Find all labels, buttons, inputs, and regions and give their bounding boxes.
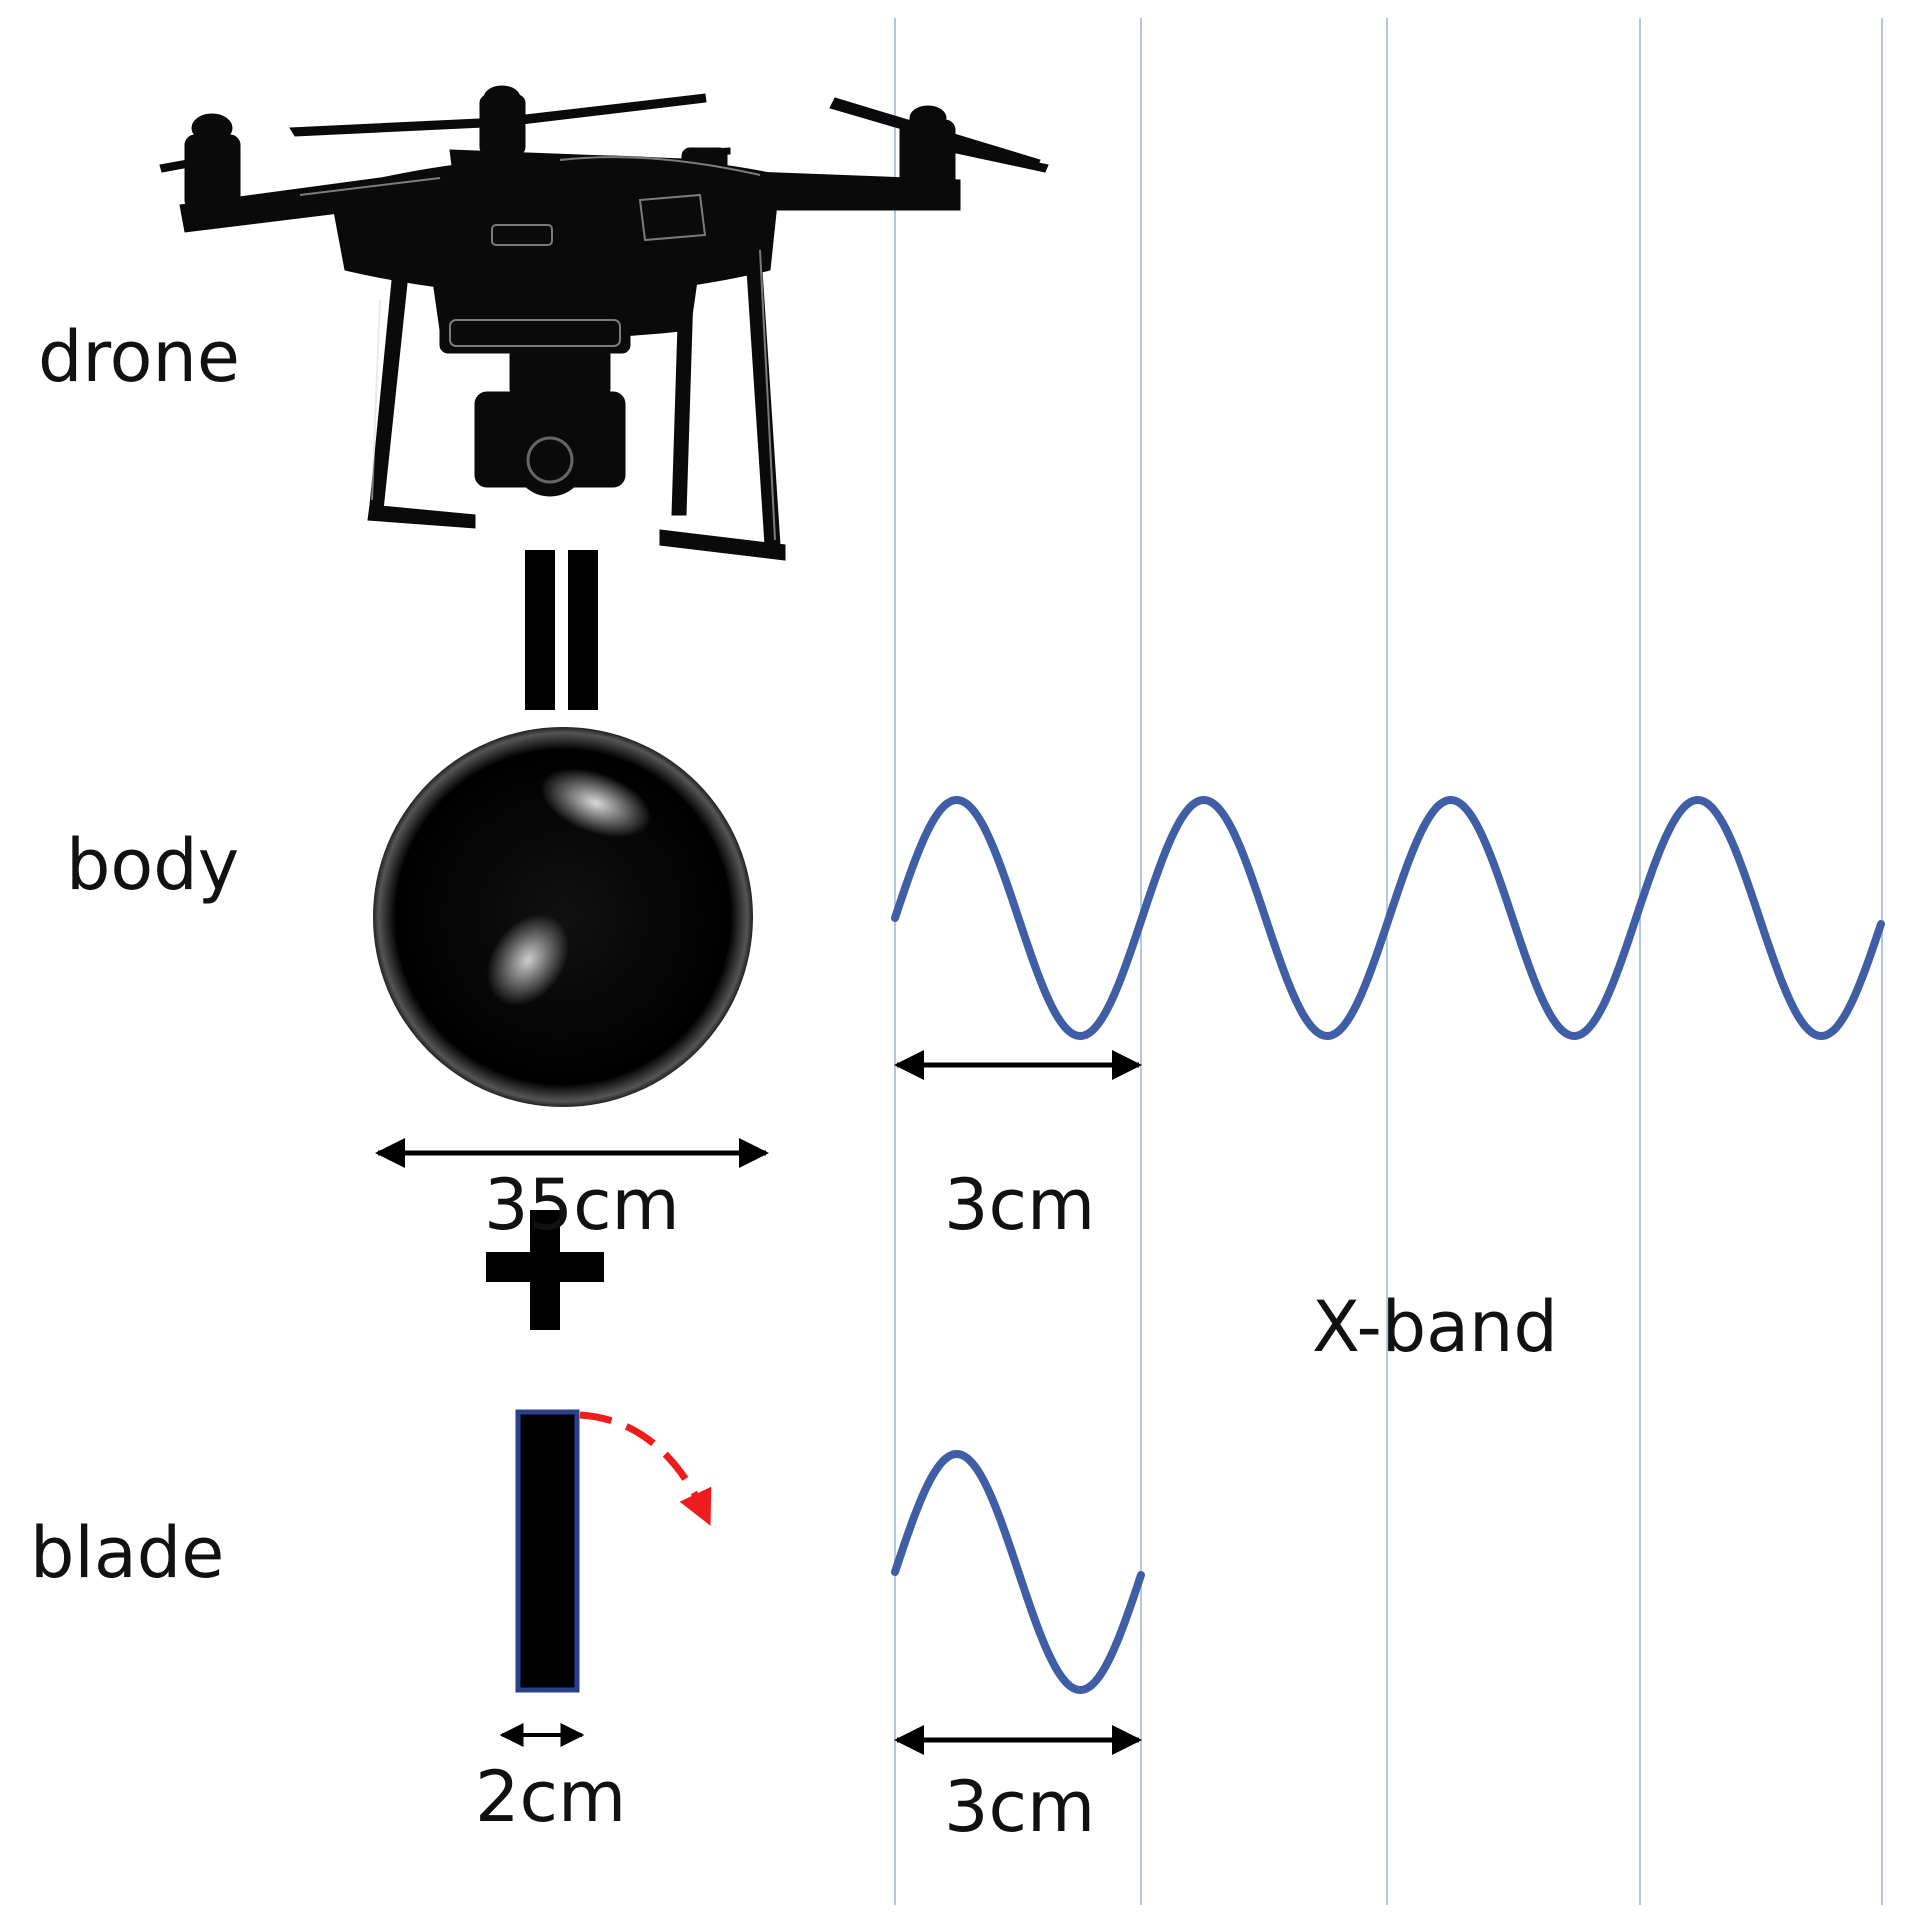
curved-arrow-icon <box>579 1411 712 1526</box>
body-sine-wave <box>891 795 1885 1041</box>
drone-label: drone <box>38 316 240 398</box>
body-wavelength-label: 3cm <box>944 1164 1096 1246</box>
blade-width-label: 2cm <box>475 1756 627 1838</box>
equals-sign-icon <box>525 550 598 710</box>
body-diameter-label: 35cm <box>484 1164 680 1246</box>
blade-wavelength-label: 3cm <box>944 1766 1096 1848</box>
blade-bar-icon <box>515 1409 580 1693</box>
wavelength-gridlines <box>894 18 1883 1905</box>
band-label: X-band <box>1312 1286 1558 1368</box>
quadcopter-drone-icon <box>159 85 1049 561</box>
blade-label: blade <box>30 1512 225 1594</box>
blade-sine-wave <box>891 1449 1145 1695</box>
plus-sign-icon <box>486 1210 604 1330</box>
sphere-icon <box>373 727 753 1107</box>
body-label: body <box>66 824 240 906</box>
